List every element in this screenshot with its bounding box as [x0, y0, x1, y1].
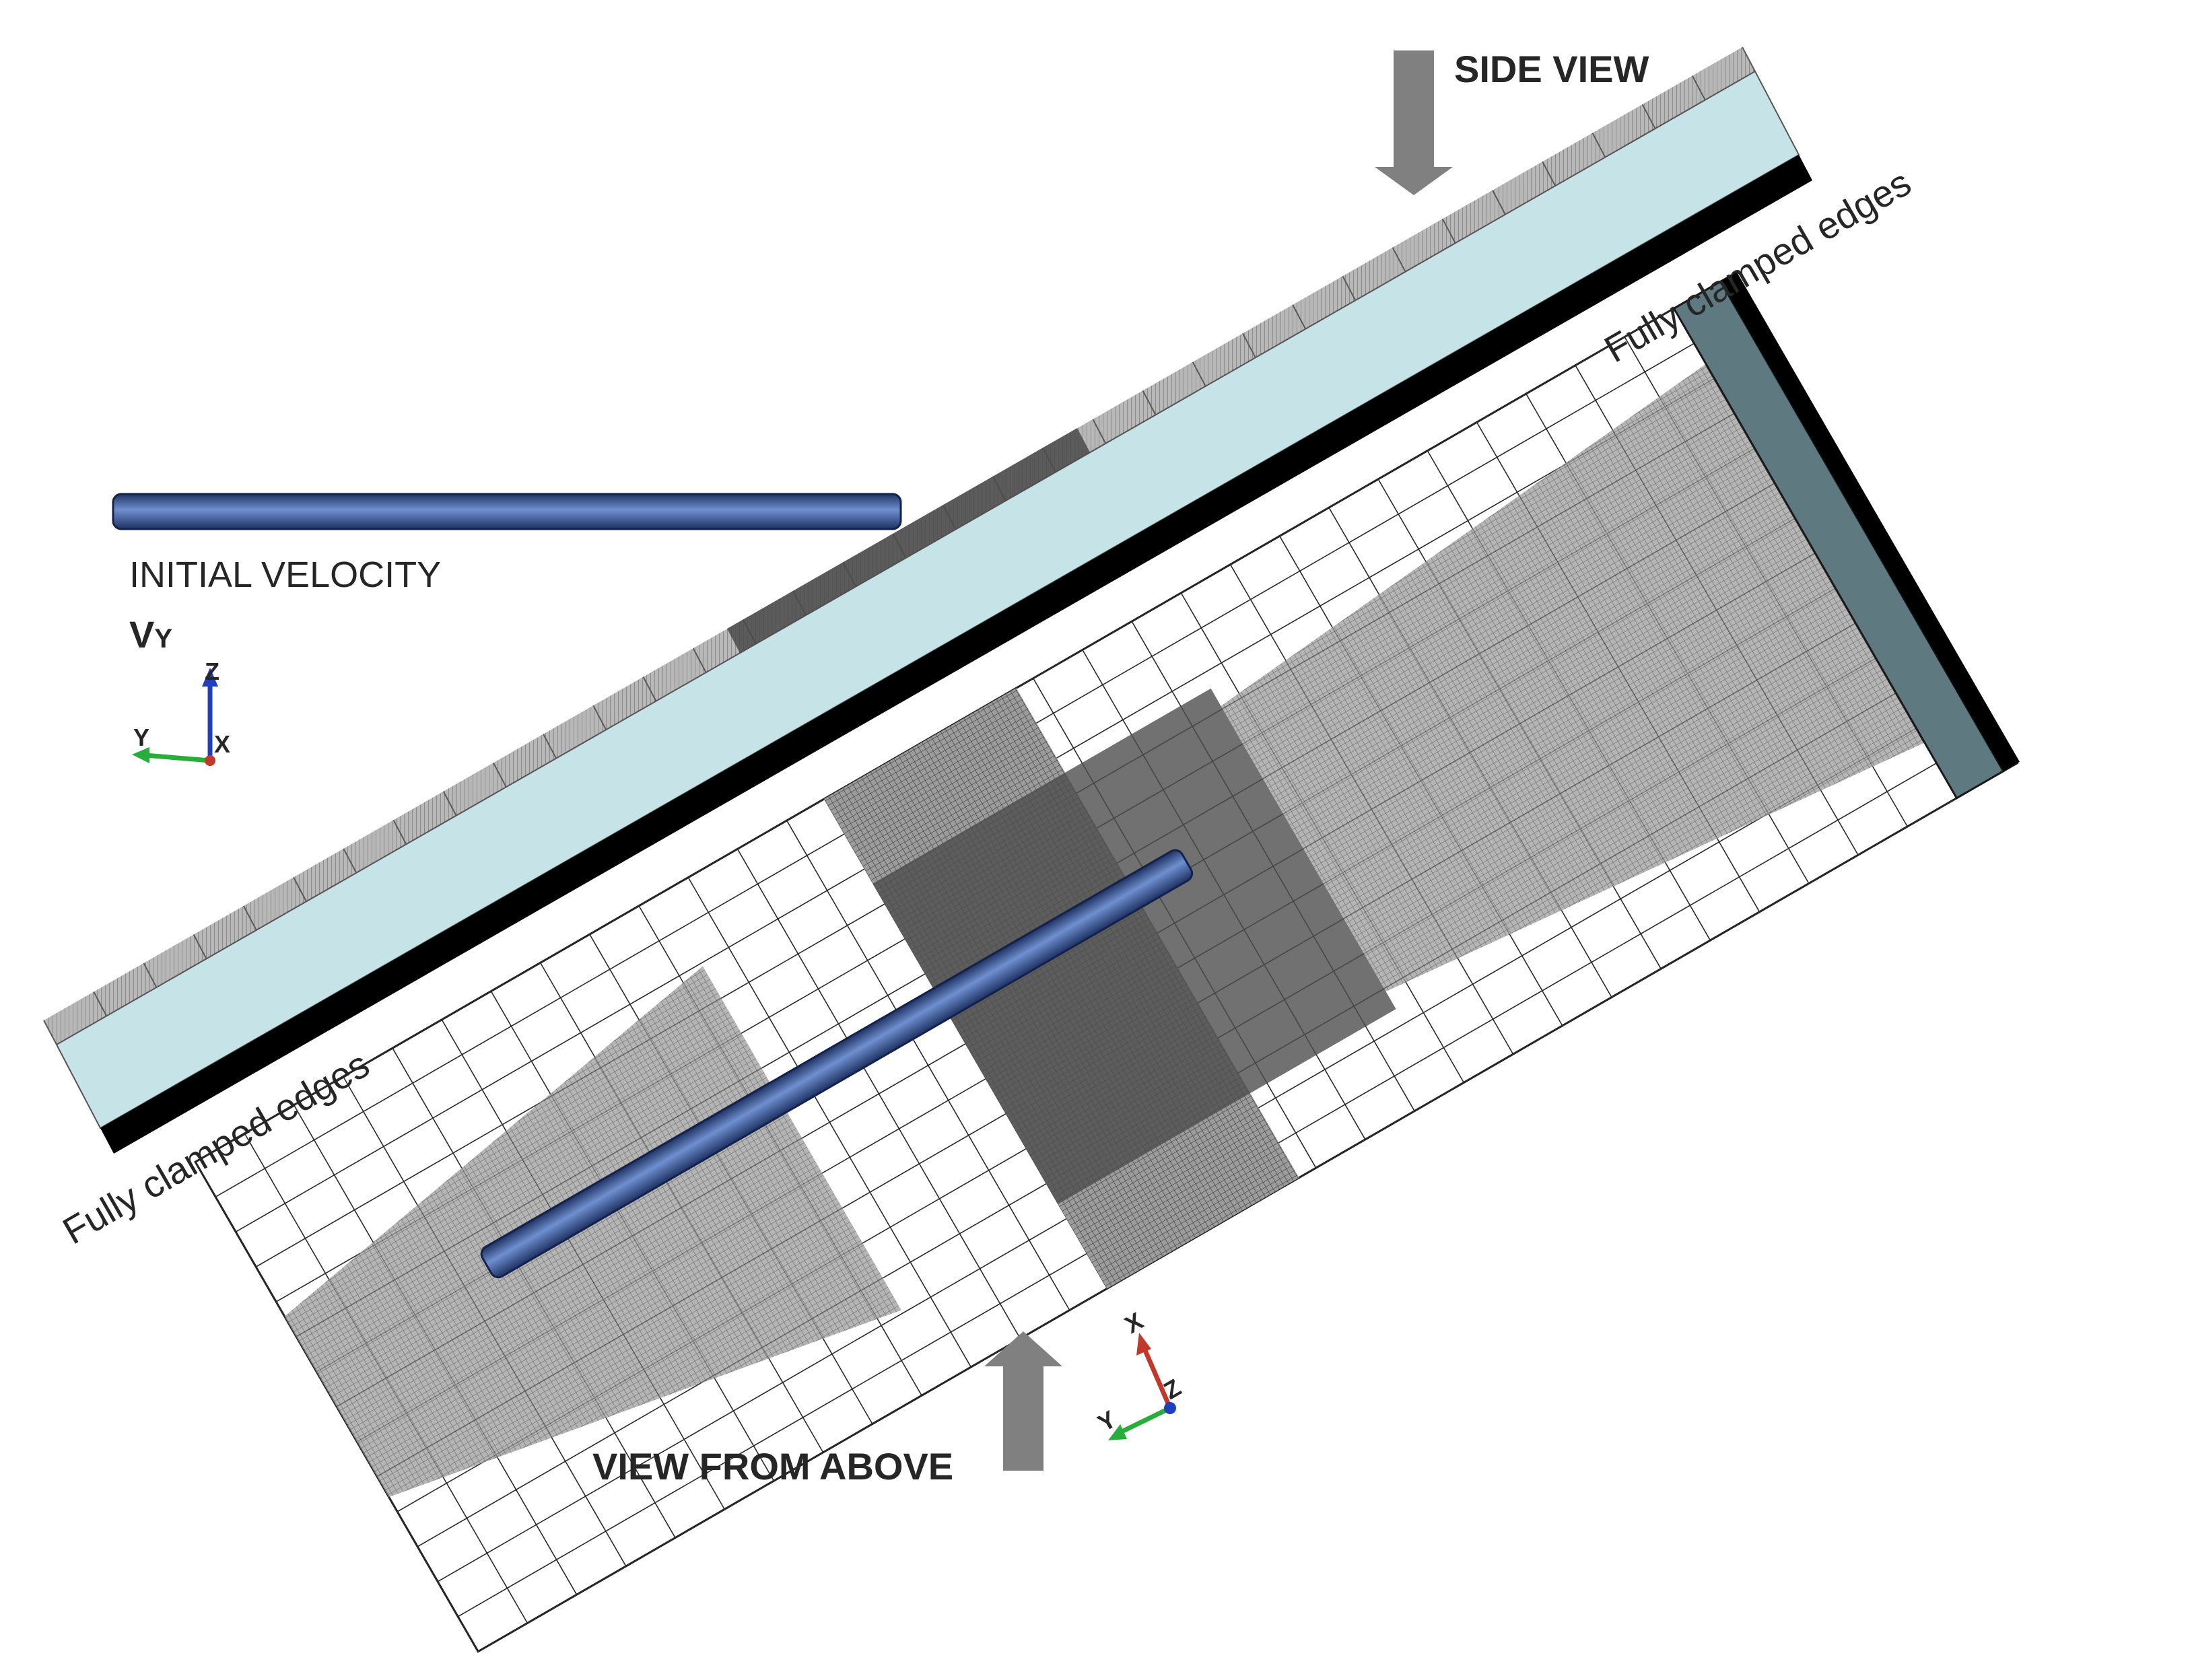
side-mesh-line	[1342, 275, 1357, 301]
top-clamp-edge	[1720, 272, 2020, 771]
velocity-symbol-main: V	[129, 613, 154, 656]
side-mesh-line	[193, 934, 207, 959]
side-mesh-line	[492, 762, 507, 788]
side-mesh-line	[1242, 332, 1256, 358]
side-view-section	[43, 46, 1812, 1154]
side-mesh-line	[93, 991, 108, 1016]
side-view-arrow	[1375, 50, 1453, 195]
side-dense-mesh	[727, 428, 1090, 653]
side-mesh-line	[143, 963, 158, 988]
side-mesh-line	[642, 676, 657, 702]
side-mesh-line	[543, 734, 557, 759]
side-mesh-line	[1092, 419, 1107, 444]
side-mesh-line	[1542, 161, 1556, 186]
side-mesh-line	[1641, 104, 1656, 129]
top-transition-right	[1221, 363, 1926, 992]
side-view-label: SIDE VIEW	[1454, 48, 1649, 90]
side-mesh-line	[242, 905, 257, 931]
side-mesh-line	[43, 1020, 57, 1045]
velocity-symbol-sub: Y	[154, 624, 172, 654]
side-mesh-line	[1492, 190, 1506, 215]
side-mesh-line	[1691, 75, 1706, 100]
side-clamp-base	[100, 155, 1812, 1154]
side-mesh-line	[293, 876, 307, 902]
side-axis-x-letter: X	[214, 730, 230, 758]
side-axis-z-letter: Z	[205, 658, 219, 685]
side-mesh-line	[592, 705, 607, 730]
side-mesh-line	[1392, 247, 1406, 273]
side-mesh-line	[1142, 390, 1157, 415]
side-mesh-line	[442, 791, 457, 816]
projectile-top	[480, 849, 1194, 1279]
top-axis-y-icon	[1116, 1405, 1171, 1436]
view-from-above-arrow	[984, 1331, 1062, 1471]
side-mesh-line	[1192, 361, 1206, 387]
side-axis-y-icon	[144, 753, 211, 763]
view-from-above-label: VIEW FROM ABOVE	[592, 1445, 953, 1488]
velocity-symbol: VY	[129, 613, 172, 656]
top-axis-triad: X Y Z	[1093, 1306, 1186, 1440]
side-mesh-line	[1292, 304, 1307, 330]
side-mesh-line	[1742, 46, 1756, 72]
side-mesh-line	[1441, 218, 1456, 244]
side-axis-triad: Z Y X	[132, 658, 230, 766]
side-mesh-line	[692, 648, 707, 673]
top-mesh-row	[195, 308, 1674, 1162]
side-mesh-line	[343, 848, 357, 874]
initial-velocity-label: INITIAL VELOCITY	[129, 555, 441, 595]
top-axis-x-icon	[1142, 1348, 1173, 1409]
side-mesh-line	[392, 819, 407, 845]
top-axis-x-letter: X	[1120, 1306, 1148, 1339]
projectile-side	[112, 493, 902, 530]
side-mesh-line	[1592, 133, 1606, 158]
top-view-section	[194, 272, 2020, 1653]
top-dense-core	[872, 688, 1396, 1205]
side-axis-y-letter: Y	[133, 724, 149, 751]
